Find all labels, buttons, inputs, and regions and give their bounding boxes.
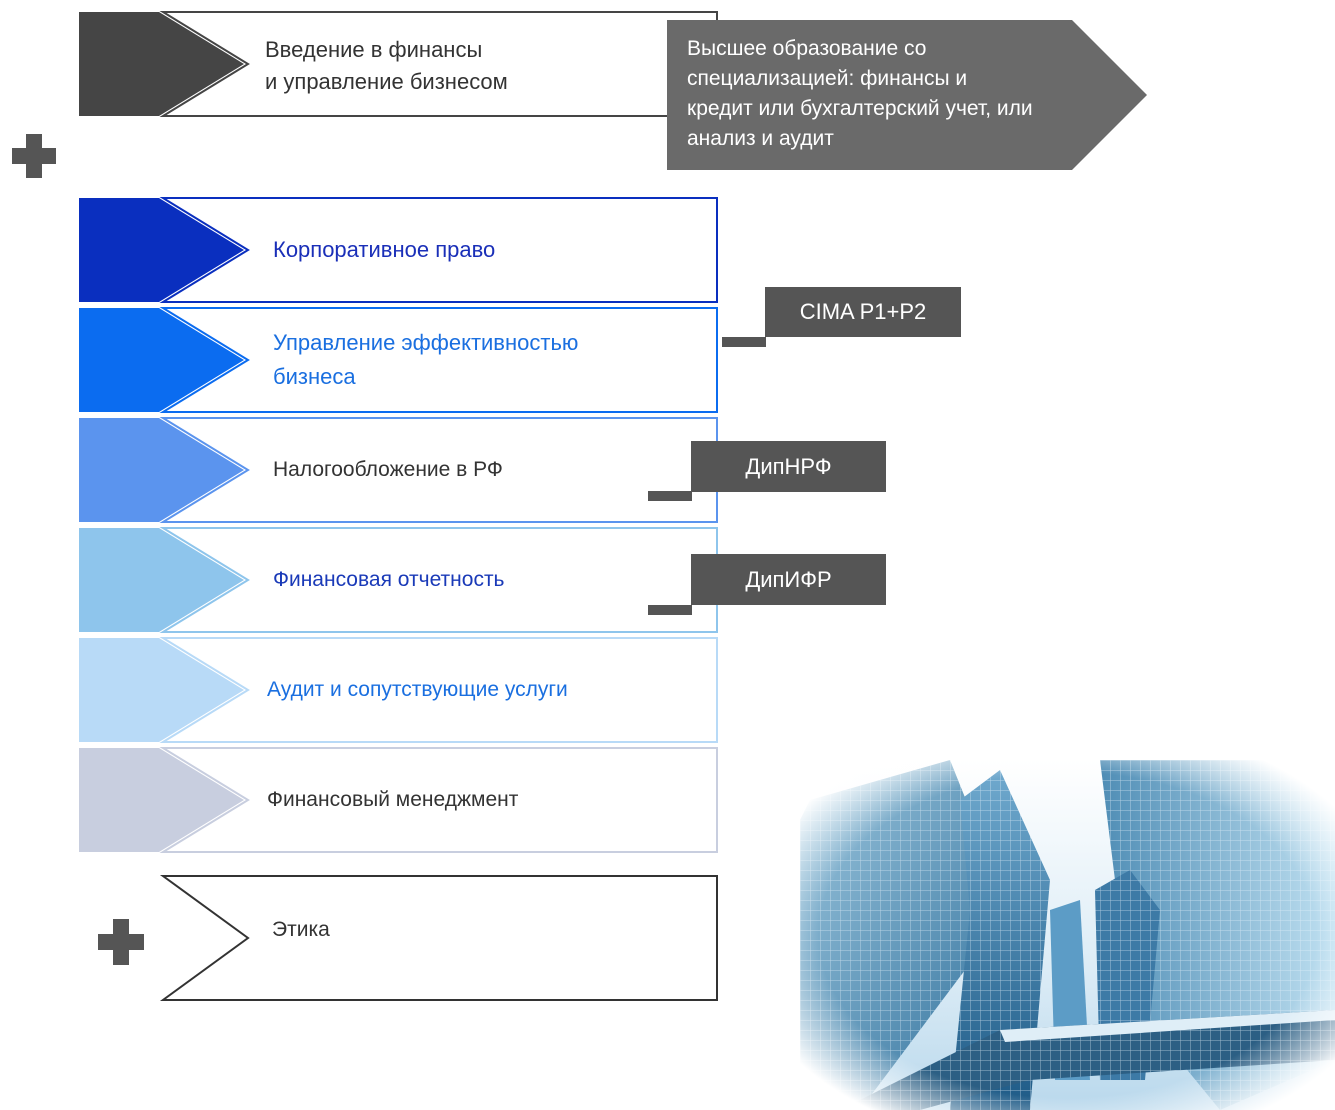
tag-cima: CIMA P1+P2 bbox=[765, 287, 961, 337]
module-label: Корпоративное право bbox=[273, 237, 496, 262]
module-financial-management: Финансовый менеджмент bbox=[79, 746, 719, 854]
ethics-block: Этика bbox=[79, 874, 719, 1004]
callout-text: Высшее образование со специализацией: фи… bbox=[687, 37, 1033, 150]
tag-connector bbox=[722, 337, 766, 347]
module-taxation: Налогообложение в РФ bbox=[79, 416, 719, 524]
module-financial-reporting: Финансовая отчетность bbox=[79, 526, 719, 634]
higher-education-callout: Высшее образование со специализацией: фи… bbox=[667, 20, 1147, 170]
tag-connector bbox=[648, 491, 692, 501]
module-audit: Аудит и сопутствующие услуги bbox=[79, 636, 719, 744]
module-label: Финансовый менеджмент bbox=[267, 788, 519, 811]
plus-icon bbox=[98, 919, 144, 965]
tag-connector bbox=[648, 605, 692, 615]
intro-block-label: Введение в финансы и управление бизнесом bbox=[265, 37, 508, 94]
ethics-label: Этика bbox=[272, 918, 330, 941]
tag-dipifr: ДипИФР bbox=[691, 554, 886, 605]
module-corporate-law: Корпоративное право bbox=[79, 196, 719, 304]
module-label: Управление эффективностью бизнеса bbox=[273, 330, 579, 389]
tag-dipnrf: ДипНРФ bbox=[691, 441, 886, 492]
module-label: Финансовая отчетность bbox=[273, 568, 505, 591]
module-label: Аудит и сопутствующие услуги bbox=[267, 678, 568, 701]
plus-icon bbox=[12, 134, 56, 178]
module-performance-management: Управление эффективностью бизнеса bbox=[79, 306, 719, 414]
city-skyscrapers-image bbox=[800, 760, 1335, 1110]
intro-block-shape bbox=[79, 11, 718, 117]
ethics-block-shape bbox=[159, 875, 718, 1001]
callout-arrow-shape bbox=[667, 20, 1147, 170]
intro-block: Введение в финансы и управление бизнесом bbox=[79, 10, 719, 118]
module-label: Налогообложение в РФ bbox=[273, 458, 503, 481]
